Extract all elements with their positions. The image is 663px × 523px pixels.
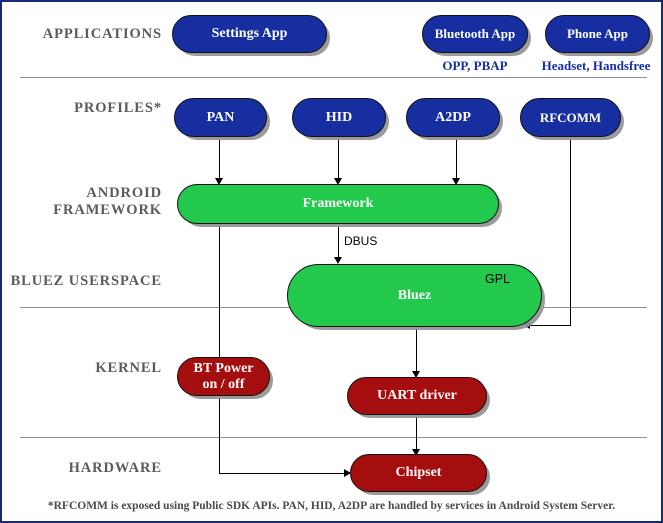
node-uart-driver[interactable]: UART driver: [347, 377, 487, 415]
annotation-phone-app-profiles: Headset, Handsfree: [541, 58, 651, 73]
node-bt-power[interactable]: BT Power on / off: [177, 357, 270, 396]
edge-uart-chipset-arrowhead: [412, 449, 420, 456]
edge-framework-btpower-chipset-vertical: [219, 224, 220, 473]
node-hid[interactable]: HID: [292, 98, 386, 137]
annotation-bluetooth-app-profiles: OPP, PBAP: [442, 58, 508, 73]
layer-label-bluez-userspace: BLUEZ USERSPACE: [10, 273, 162, 289]
edge-framework-bluez-arrowhead: [334, 257, 342, 264]
edge-bluez-uart: [416, 327, 417, 375]
layer-label-applications: APPLICATIONS: [42, 26, 162, 42]
divider-applications-profiles: [20, 77, 647, 78]
layer-label-profiles: PROFILES*: [74, 100, 162, 116]
edge-btpower-chipset-horizontal: [219, 473, 350, 474]
layer-label-hardware: HARDWARE: [68, 460, 162, 476]
node-settings-app[interactable]: Settings App: [172, 15, 327, 53]
edge-a2dp-framework-arrowhead: [452, 178, 460, 185]
diagram-footnote: *RFCOMM is exposed using Public SDK APIs…: [47, 500, 616, 512]
edge-rfcomm-bluez-vertical: [570, 138, 571, 325]
edge-a2dp-framework: [456, 138, 457, 181]
node-bluez[interactable]: Bluez: [287, 264, 542, 327]
edge-rfcomm-bluez-horizontal: [529, 325, 571, 326]
edge-btpower-chipset-arrowhead: [344, 469, 351, 477]
layer-label-android-framework: ANDROID FRAMEWORK: [53, 185, 162, 218]
edge-bluez-uart-arrowhead: [412, 371, 420, 378]
edge-framework-bluez: [338, 224, 339, 260]
edge-rfcomm-bluez-arrowhead: [523, 321, 530, 329]
node-a2dp[interactable]: A2DP: [406, 98, 500, 137]
node-bluetooth-app[interactable]: Bluetooth App: [422, 15, 528, 53]
edge-uart-chipset: [416, 414, 417, 453]
node-pan[interactable]: PAN: [174, 98, 267, 137]
node-phone-app[interactable]: Phone App: [545, 15, 650, 53]
edge-hid-framework: [338, 138, 339, 181]
edge-hid-framework-arrowhead: [334, 178, 342, 185]
divider-kernel-hardware: [20, 437, 647, 438]
node-rfcomm[interactable]: RFCOMM: [520, 98, 621, 137]
annotation-bluez-license: GPL: [485, 272, 511, 286]
edge-pan-framework-arrowhead: [215, 178, 223, 185]
layer-label-kernel: KERNEL: [95, 360, 162, 376]
node-framework[interactable]: Framework: [177, 184, 499, 224]
node-chipset[interactable]: Chipset: [350, 454, 487, 492]
edge-pan-framework: [219, 138, 220, 181]
edge-label-dbus: DBUS: [344, 234, 378, 248]
